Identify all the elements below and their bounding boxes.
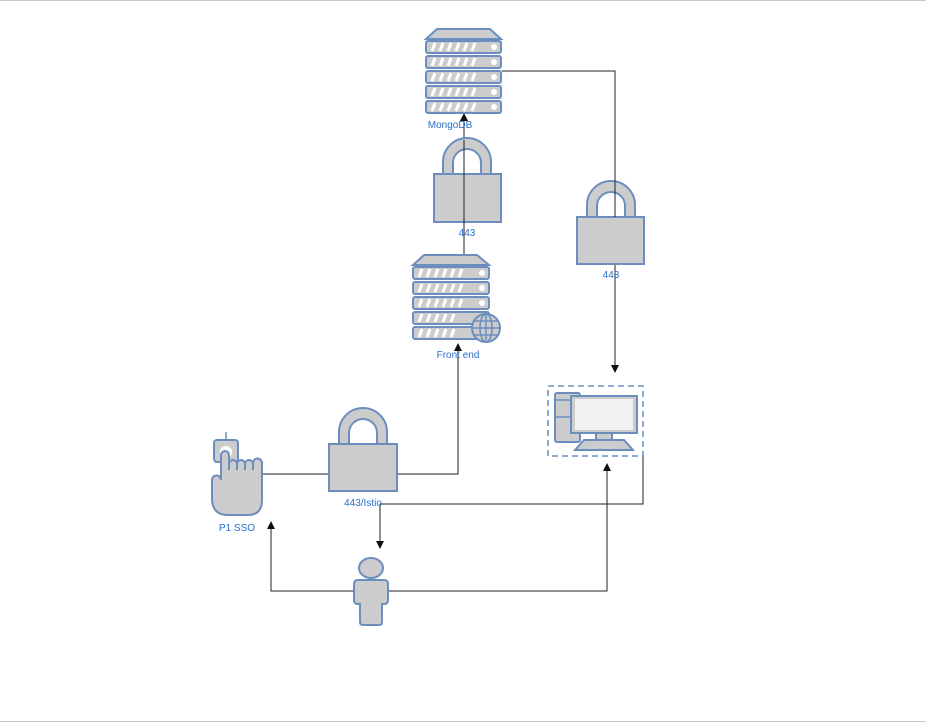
sso-label: P1 SSO	[219, 523, 255, 534]
frontend-label: Front end	[437, 350, 480, 361]
mongodb-node[interactable]: MongoDB	[423, 28, 504, 131]
database-server-icon	[423, 28, 504, 114]
selection-box	[547, 385, 644, 457]
lock-istio-node[interactable]: 443/Istio	[328, 407, 398, 509]
bottom-border	[0, 721, 926, 722]
lock-mongodb-label: 443	[459, 228, 476, 239]
padlock-icon	[433, 137, 502, 223]
web-server-icon	[410, 254, 501, 343]
edge-user-to-workstation[interactable]	[388, 463, 611, 592]
edge-sso-to-frontend[interactable]	[262, 343, 462, 475]
user-node[interactable]	[353, 557, 389, 626]
padlock-icon	[576, 180, 645, 265]
lock-istio-label: 443/Istio	[344, 498, 382, 509]
padlock-icon	[328, 407, 398, 492]
edge-mongodb-to-workstation[interactable]	[502, 70, 619, 373]
user-icon	[353, 557, 389, 626]
lock-right-node[interactable]: 443	[576, 180, 645, 281]
globe-icon	[471, 313, 501, 343]
sso-node[interactable]: P1 SSO	[211, 432, 263, 534]
frontend-node[interactable]: Front end	[410, 254, 501, 361]
desktop-computer-icon	[554, 392, 638, 451]
mongodb-label: MongoDB	[428, 120, 473, 131]
edge-user-to-sso[interactable]	[267, 521, 354, 592]
lock-mongodb-node[interactable]: 443	[433, 137, 502, 254]
touch-hand-icon	[211, 432, 263, 516]
workstation-node[interactable]	[547, 385, 644, 457]
edge-workstation-to-user[interactable]	[376, 456, 644, 549]
lock-right-label: 443	[603, 270, 620, 281]
top-border	[0, 0, 926, 1]
